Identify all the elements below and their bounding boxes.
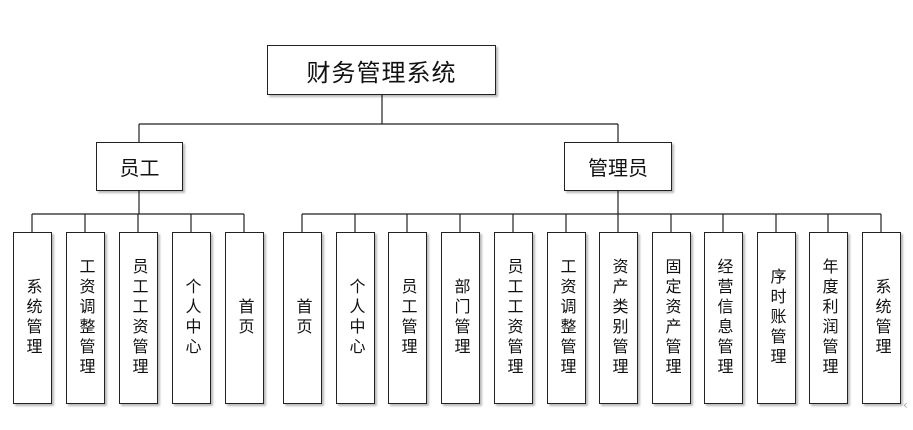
leaf-node: 资产类别管理 <box>599 232 638 404</box>
leaf-label: 个人中心 <box>182 278 202 358</box>
leaf-node: 部门管理 <box>441 232 480 404</box>
leaf-label: 资产类别管理 <box>609 258 629 378</box>
leaf-node: 经营信息管理 <box>704 232 743 404</box>
leaf-node: 个人中心 <box>336 232 375 404</box>
leaf-label: 工资调整管理 <box>76 258 96 378</box>
leaf-label: 首页 <box>293 298 313 338</box>
leaf-node: 员工管理 <box>388 232 427 404</box>
leaf-label: 经营信息管理 <box>714 258 734 378</box>
leaf-label: 序时账管理 <box>767 268 787 368</box>
leaf-node: 工资调整管理 <box>547 232 586 404</box>
leaf-label: 系统管理 <box>23 278 43 358</box>
leaf-node: 序时账管理 <box>757 232 796 404</box>
branch-label: 员工 <box>119 156 160 180</box>
leaf-node: 首页 <box>225 232 264 404</box>
leaf-label: 首页 <box>235 298 255 338</box>
leaf-node: 系统管理 <box>13 232 52 404</box>
leaf-node: 年度利润管理 <box>809 232 848 404</box>
root-node: 财务管理系统 <box>267 45 496 95</box>
branch-node-employee: 员工 <box>96 142 183 191</box>
leaf-label: 员工管理 <box>398 278 418 358</box>
leaf-label: 系统管理 <box>872 278 892 358</box>
leaf-node: 员工工资管理 <box>119 232 158 404</box>
branch-node-admin: 管理员 <box>564 142 672 191</box>
leaf-node: 固定资产管理 <box>652 232 691 404</box>
root-label: 财务管理系统 <box>306 58 457 87</box>
leaf-node: 工资调整管理 <box>66 232 105 404</box>
scroll-handle-icon[interactable]: ‹ <box>903 398 908 412</box>
leaf-label: 员工工资管理 <box>129 258 149 378</box>
leaf-label: 员工工资管理 <box>504 258 524 378</box>
leaf-label: 部门管理 <box>451 278 471 358</box>
leaf-label: 年度利润管理 <box>819 258 839 378</box>
leaf-node: 系统管理 <box>862 232 901 404</box>
leaf-label: 工资调整管理 <box>557 258 577 378</box>
leaf-label: 固定资产管理 <box>662 258 682 378</box>
leaf-node: 员工工资管理 <box>494 232 533 404</box>
branch-label: 管理员 <box>588 156 648 180</box>
leaf-node: 个人中心 <box>172 232 211 404</box>
leaf-node: 首页 <box>283 232 322 404</box>
leaf-label: 个人中心 <box>346 278 366 358</box>
